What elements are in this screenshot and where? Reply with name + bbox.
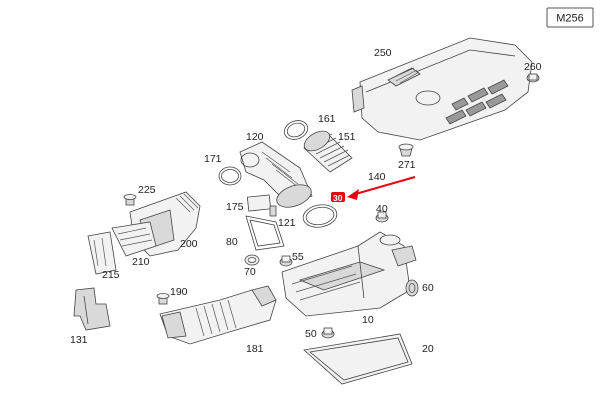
bracket-210[interactable] — [111, 221, 157, 257]
part-label-20: 20 — [422, 343, 434, 355]
part-label-80: 80 — [226, 236, 238, 248]
engine-cover-250[interactable] — [351, 37, 533, 141]
gasket-80[interactable] — [245, 215, 285, 251]
mount-271[interactable] — [398, 143, 414, 157]
part-label-271: 271 — [398, 159, 416, 171]
part-label-40: 40 — [376, 203, 388, 215]
part-label-215: 215 — [102, 269, 120, 281]
engine-tag: M256 — [546, 7, 594, 28]
part-label-60: 60 — [422, 282, 434, 294]
part-label-210: 210 — [132, 256, 150, 268]
highlight-arrow-line — [351, 176, 416, 196]
part-label-175: 175 — [226, 201, 244, 213]
part-label-120: 120 — [246, 131, 264, 143]
part-label-70: 70 — [244, 266, 256, 278]
highlight-arrow-head — [347, 189, 359, 200]
part-label-181: 181 — [246, 343, 264, 355]
part-label-151: 151 — [338, 131, 356, 143]
part-label-131: 131 — [70, 334, 88, 346]
grommet-55[interactable] — [279, 255, 293, 267]
part-label-10: 10 — [362, 314, 374, 326]
clamp-161[interactable] — [282, 117, 311, 142]
label-175[interactable] — [246, 194, 272, 212]
flap-215[interactable] — [87, 231, 117, 275]
part-label-30: 30 — [333, 193, 343, 203]
part-label-171: 171 — [204, 153, 222, 165]
part-label-55: 55 — [292, 251, 304, 263]
clip-190[interactable] — [156, 293, 170, 305]
ring-171[interactable] — [218, 166, 242, 186]
bellows-151[interactable] — [301, 127, 353, 173]
part-label-260: 260 — [524, 61, 542, 73]
air-filter-element-20[interactable] — [303, 333, 413, 385]
grommet-260[interactable] — [526, 73, 540, 83]
part-label-140: 140 — [368, 171, 386, 183]
part-label-50: 50 — [305, 328, 317, 340]
engine-tag-text: M256 — [556, 13, 584, 25]
part-label-161: 161 — [318, 113, 336, 125]
clip-225[interactable] — [123, 194, 137, 206]
callout-labels: 250 260 271 161 120 151 171 140 30 225 1… — [70, 47, 542, 355]
intake-duct-181[interactable] — [159, 285, 277, 345]
air-filter-housing-10[interactable] — [281, 231, 417, 317]
highlight-marker-box — [331, 192, 345, 202]
seal-ring-140[interactable] — [301, 202, 338, 230]
intake-duct-120[interactable] — [239, 141, 314, 212]
bracket-131[interactable] — [73, 287, 111, 331]
part-label-190: 190 — [170, 286, 188, 298]
connector-60[interactable] — [405, 279, 419, 297]
grommet-40[interactable] — [375, 211, 389, 223]
highlight-marker-30[interactable] — [331, 176, 416, 202]
grommet-50[interactable] — [321, 327, 335, 339]
grommet-70[interactable] — [244, 254, 260, 266]
part-label-121: 121 — [278, 217, 296, 229]
part-label-200: 200 — [180, 238, 198, 250]
sensor-121[interactable] — [269, 205, 277, 217]
part-label-250: 250 — [374, 47, 392, 59]
part-label-225: 225 — [138, 184, 156, 196]
engine-tag-box — [546, 7, 594, 28]
